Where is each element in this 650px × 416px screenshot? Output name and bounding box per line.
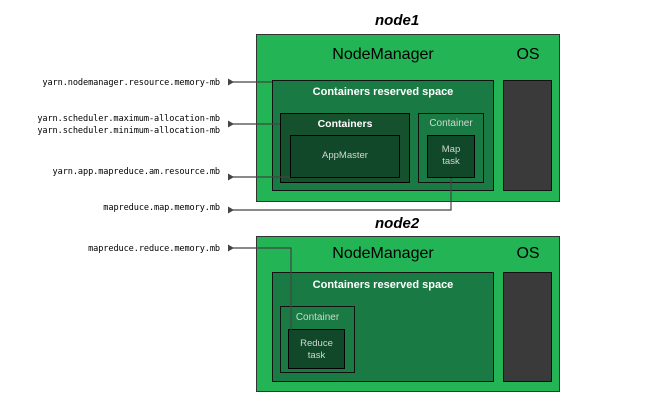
node1-container-label: Container bbox=[429, 118, 473, 129]
node1-containers-label: Containers bbox=[317, 118, 373, 130]
node1-os-label: OS bbox=[516, 46, 540, 63]
node2-os-box bbox=[503, 272, 552, 382]
label-yarn-scheduler-minimum-allocation-mb: yarn.scheduler.minimum-allocation-mb bbox=[37, 126, 220, 136]
node1-os-box bbox=[503, 80, 552, 191]
node1-nodemanager-label: NodeManager bbox=[332, 46, 434, 63]
node1-appmaster-box bbox=[290, 135, 400, 178]
node2-reserved-space-label: Containers reserved space bbox=[312, 279, 454, 291]
node1-reserved-space-label: Containers reserved space bbox=[312, 86, 454, 98]
node2-title: node2 bbox=[375, 215, 420, 232]
node1-map-task-line2: task bbox=[442, 156, 460, 167]
node2-reduce-task-box bbox=[288, 329, 345, 369]
label-yarn-scheduler-maximum-allocation-mb: yarn.scheduler.maximum-allocation-mb bbox=[37, 114, 220, 124]
node1-title: node1 bbox=[375, 12, 420, 29]
node2-reduce-task-line2: task bbox=[307, 350, 326, 361]
node2-nodemanager-label: NodeManager bbox=[332, 245, 434, 262]
node2-reduce-task-line1: Reduce bbox=[300, 338, 333, 349]
label-mapreduce-reduce-memory-mb: mapreduce.reduce.memory.mb bbox=[88, 244, 220, 254]
label-yarn-nodemanager-resource-memory-mb: yarn.nodemanager.resource.memory-mb bbox=[42, 78, 220, 88]
node1-map-task-line1: Map bbox=[441, 144, 461, 155]
node2-os-label: OS bbox=[516, 245, 540, 262]
node1-appmaster-label: AppMaster bbox=[322, 150, 368, 161]
node2-container-label: Container bbox=[295, 312, 340, 323]
node1-map-task-box bbox=[427, 135, 475, 178]
label-mapreduce-map-memory-mb: mapreduce.map.memory.mb bbox=[103, 203, 220, 213]
label-yarn-app-mapreduce-am-resource-mb: yarn.app.mapreduce.am.resource.mb bbox=[52, 167, 221, 177]
